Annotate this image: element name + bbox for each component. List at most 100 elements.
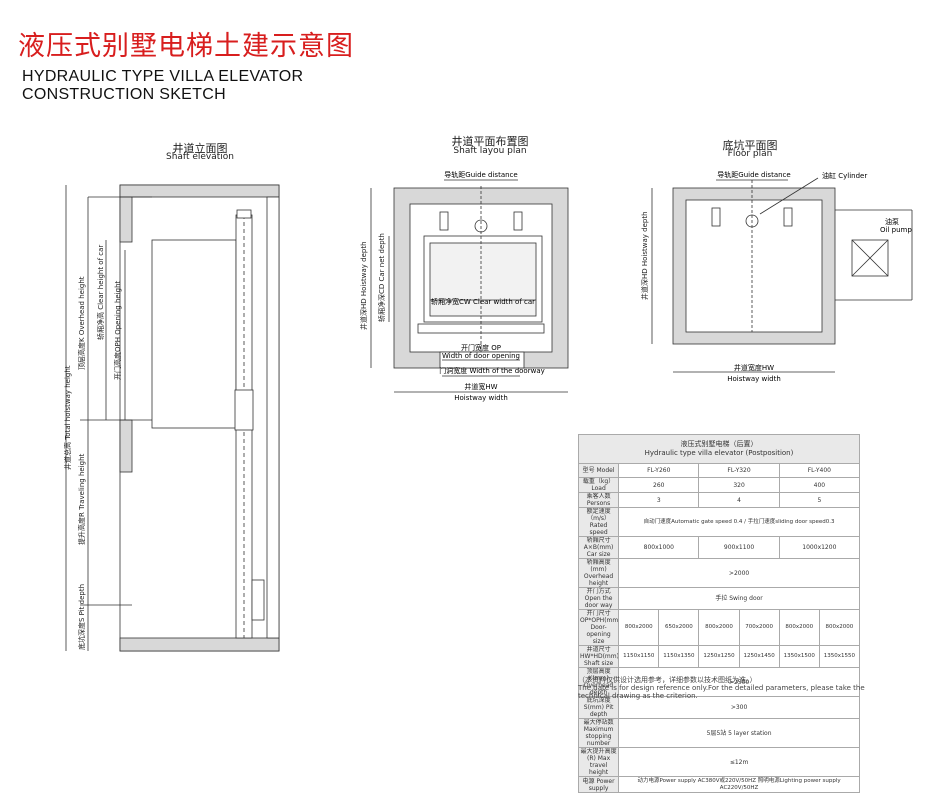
cell: 手拉 Swing door	[618, 587, 860, 610]
floor-plan-labels: 导轨距Guide distance 油缸 Cylinder 油泵 Oil pum…	[640, 170, 912, 383]
wall-segment-1	[119, 196, 133, 243]
page-title-en: HYDRAULIC TYPE VILLA ELEVATOR CONSTRUCTI…	[22, 68, 303, 104]
row-label: 电源 Power supply	[577, 776, 620, 793]
cell: 320	[698, 477, 780, 493]
disclaimer-cn: （本资料仅供设计选用参考，详细参数以技术图纸为准。）	[578, 676, 757, 684]
row-label: 型号 Model	[577, 463, 620, 478]
disclaimer-note: （本资料仅供设计选用参考，详细参数以技术图纸为准。） The date is f…	[578, 676, 878, 700]
guide-rail-right	[513, 211, 523, 231]
table-row: 电源 Power supply 动力电源Power supply AC380V或…	[577, 776, 860, 793]
page-title-cn: 液压式别墅电梯土建示意图	[18, 31, 354, 62]
cell: 800x2000	[818, 609, 861, 646]
cell: 650x2000	[658, 609, 700, 646]
label-total-height: 井道总高 Total hoistway height	[63, 365, 72, 470]
label-pit: 底坑深度S Pit depth	[77, 584, 86, 650]
shaft-elevation-drawing	[65, 184, 280, 652]
shaft-pit-slab	[119, 637, 280, 652]
floor-hw-en: Hoistway width	[727, 375, 781, 383]
cell: 400	[778, 477, 861, 493]
cell: 自动门速度Automatic gate speed 0.4 / 手拉门速度sli…	[618, 507, 860, 537]
cell: 800x1000	[618, 536, 700, 559]
cylinder-leader	[759, 177, 819, 215]
cell: 5	[778, 492, 861, 508]
floor-rail-left	[711, 207, 721, 227]
spec-table: 液压式别墅电梯（后置） Hydraulic type villa elevato…	[577, 434, 861, 793]
floor-hw-cn: 井道宽度HW	[734, 363, 774, 372]
cell: >2500	[618, 667, 860, 697]
row-label: 开门尺寸OP*OPH(mm) Door-opening size	[577, 609, 620, 646]
pulley-top	[236, 209, 252, 219]
table-title-cn: 液压式别墅电梯（后置）	[680, 440, 758, 448]
wall-segment-2	[119, 419, 133, 473]
shaft-plan-labels: 导轨距Guide distance 井道深HD Hoistway depth 轿…	[359, 170, 545, 402]
floor-pump-en: Oil pump	[880, 226, 912, 234]
table-row: 轿厢尺寸A×B(mm) Car size 800x1000 900x1100 1…	[577, 536, 861, 559]
plan-guide-label: 导轨距Guide distance	[444, 170, 517, 179]
row-label: 额定速度（m/s） Rated speed	[577, 507, 620, 537]
table-row: 型号 Model FL-Y260 FL-Y320 FL-Y400	[577, 463, 861, 478]
pump-cross-2	[851, 239, 889, 277]
floor-depth-label: 井道深HD Hoistway depth	[640, 211, 649, 300]
cell: 4	[698, 492, 780, 508]
plan-door-op-en: Width of door opening	[442, 352, 520, 360]
car-inner	[429, 242, 537, 317]
cell: 1150x1150	[618, 645, 660, 668]
label-opening: 开门高度OPH Opening height	[113, 280, 122, 380]
cell: 1150x1350	[658, 645, 700, 668]
shaft-plan-caption-cn: 井道平面布置图	[451, 135, 529, 148]
cell: FL-Y260	[618, 463, 700, 478]
table-row: 顶层高度K(mm) Overhead depth >2500	[577, 667, 860, 697]
cell: 260	[618, 477, 700, 493]
cell: 5层5站 5 layer station	[618, 718, 860, 748]
row-label: 最大停站数 Maximum stopping number	[577, 718, 620, 748]
plan-car-depth-label: 轿厢净深CD Car net depth	[377, 233, 386, 322]
cell: 3	[618, 492, 700, 508]
row-label: 乘客人数Persons	[577, 492, 620, 508]
table-row: 井道尺寸HW*HD(mm) Shaft size 1150x1150 1150x…	[577, 645, 861, 668]
cell: >2000	[618, 558, 860, 588]
plan-hw-cn: 井道宽HW	[464, 382, 497, 391]
shaft-top-slab	[119, 184, 280, 198]
shaft-plan-caption-en: Shaft layou plan	[453, 146, 527, 156]
disclaimer-en: The date is for design reference only.Fo…	[578, 684, 865, 700]
shaft-elevation-caption-en: Shaft elevation	[166, 152, 234, 162]
right-wall	[266, 196, 280, 639]
row-label: 井道尺寸HW*HD(mm) Shaft size	[577, 645, 620, 668]
plan-hoistway-depth-label: 井道深HD Hoistway depth	[359, 241, 368, 330]
cylinder-piston	[234, 389, 254, 431]
cell: 800x2000	[618, 609, 660, 646]
table-row: 开门方式 Open the door way 手拉 Swing door	[577, 587, 860, 610]
cell: FL-Y400	[778, 463, 861, 478]
cell: 1350x1550	[818, 645, 861, 668]
cell: 1350x1500	[778, 645, 820, 668]
cell: 1000x1200	[778, 536, 861, 559]
row-label: 轿厢高度(mm) Overhead height	[577, 558, 620, 588]
cell: 1250x1250	[698, 645, 740, 668]
row-label: 底坑深度S(mm) Pit depth	[577, 696, 620, 719]
table-row: 轿厢高度(mm) Overhead height >2000	[577, 558, 860, 588]
label-travel: 提升高度R Traveling height	[77, 453, 86, 545]
cell: 900x1100	[698, 536, 780, 559]
floor-pump-cn: 油泵	[885, 217, 899, 226]
cell: 700x2000	[738, 609, 780, 646]
floor-plan-caption-cn: 底坑平面图	[722, 139, 778, 152]
plan-car-width-label: 轿厢净宽CW Clear width of car	[431, 297, 535, 306]
car-body	[151, 239, 237, 429]
cell: FL-Y320	[698, 463, 780, 478]
floor-rail-right	[783, 207, 793, 227]
cell: 800x2000	[778, 609, 820, 646]
table-row: 载重（kg） Load 260 320 400	[577, 477, 861, 493]
shaft-elevation-labels: 井道总高 Total hoistway height 顶层高度K Overhea…	[63, 245, 122, 650]
drawings-canvas: 井道总高 Total hoistway height 顶层高度K Overhea…	[63, 170, 913, 652]
row-label: 轿厢尺寸A×B(mm) Car size	[577, 536, 620, 559]
plan-hw-en: Hoistway width	[454, 394, 508, 402]
shaft-elevation-caption-cn: 井道立面图	[172, 142, 228, 155]
row-label: 顶层高度K(mm) Overhead depth	[577, 667, 620, 697]
table-row: 乘客人数Persons 3 4 5	[577, 492, 861, 508]
table-row: 底坑深度S(mm) Pit depth >300	[577, 696, 860, 719]
shaft-plan-drawing	[370, 179, 569, 393]
floor-plan-drawing	[651, 177, 913, 373]
table-row: 最大停站数 Maximum stopping number 5层5站 5 lay…	[577, 718, 860, 748]
table-row: 开门尺寸OP*OPH(mm) Door-opening size 800x200…	[577, 609, 861, 646]
cell: 800x2000	[698, 609, 740, 646]
